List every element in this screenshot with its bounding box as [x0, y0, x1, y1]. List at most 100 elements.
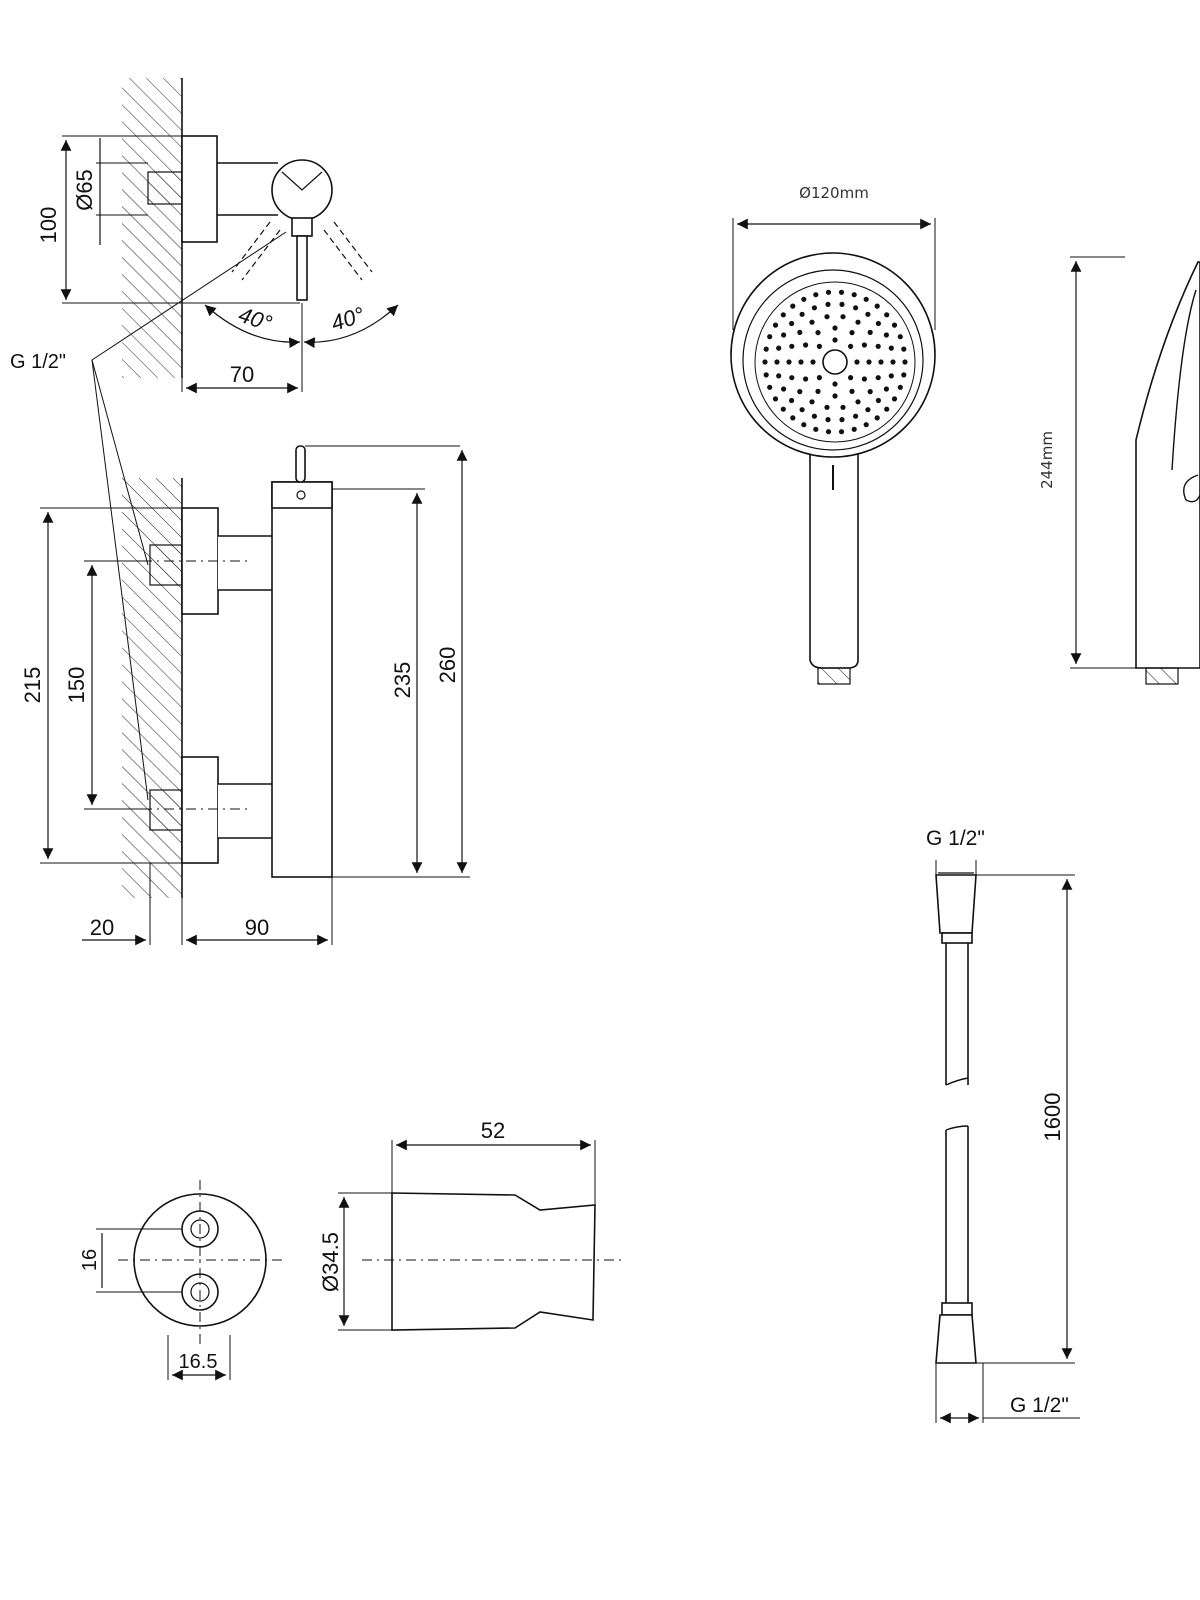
spray-nozzle: [838, 429, 845, 435]
spray-nozzle: [772, 322, 779, 328]
spray-nozzles: [762, 289, 908, 435]
lever-base: [291, 217, 313, 237]
side-connector: [1145, 667, 1179, 685]
spray-nozzle: [789, 375, 795, 381]
spray-nozzle: [875, 397, 882, 404]
spray-nozzle: [832, 325, 838, 331]
spray-nozzle: [840, 314, 846, 320]
spray-nozzle: [891, 322, 898, 328]
lever-top: [295, 445, 306, 483]
wall-hatch-front: [122, 478, 182, 898]
spray-nozzle: [767, 384, 773, 390]
spray-nozzle: [875, 320, 882, 327]
hand-shower-front: [730, 218, 936, 685]
dim-16: 16: [79, 1249, 101, 1271]
spray-nozzle: [797, 389, 803, 395]
spray-nozzle: [901, 346, 907, 352]
spray-nozzle: [832, 337, 838, 343]
thread-label-mixer: G 1/2": [10, 351, 66, 373]
dim-shower-length: 244mm: [1038, 431, 1056, 489]
spray-nozzle: [809, 399, 815, 405]
dim-65: Ø65: [72, 169, 97, 211]
spray-nozzle: [875, 343, 881, 349]
spray-nozzle: [888, 345, 894, 351]
spray-nozzle: [825, 289, 832, 295]
inlet-thread-lower: [149, 789, 183, 831]
shower-head-inner: [742, 269, 924, 451]
spray-nozzle: [849, 388, 855, 394]
spray-nozzle: [839, 417, 845, 423]
spray-nozzle: [786, 359, 792, 365]
spray-nozzle: [884, 312, 890, 318]
spray-nozzle: [851, 292, 857, 298]
dim-52: 52: [481, 1118, 505, 1143]
spray-nozzle: [776, 373, 782, 379]
holder-front-view: [96, 1180, 285, 1381]
spray-nozzle: [840, 404, 846, 410]
mixer-top-view: [60, 78, 399, 801]
spray-nozzle: [789, 320, 795, 327]
dim-100: 100: [36, 207, 61, 244]
spray-nozzle: [781, 332, 787, 338]
wall-hatch-top: [122, 78, 182, 378]
spray-nozzle: [883, 386, 890, 392]
spray-nozzle: [762, 359, 768, 365]
dim-34-5: Ø34.5: [318, 1232, 343, 1292]
spray-nozzle: [883, 332, 890, 338]
spray-nozzle: [813, 426, 819, 432]
spray-nozzle: [772, 396, 779, 402]
spray-nozzle: [810, 359, 816, 365]
spray-nozzle: [888, 373, 894, 379]
spray-nozzle: [780, 312, 786, 318]
spray-nozzle: [781, 386, 787, 392]
spray-nozzle: [874, 303, 880, 309]
spray-nozzle: [799, 407, 805, 413]
spray-nozzle: [866, 359, 872, 365]
inlet-thread-top: [147, 171, 183, 205]
spray-nozzle: [815, 330, 821, 336]
spray-nozzle: [801, 296, 807, 302]
spray-nozzle: [891, 396, 898, 402]
angle-left-label: 40°: [236, 302, 276, 336]
spray-nozzle: [803, 342, 809, 348]
spray-nozzle: [825, 301, 831, 307]
dim-215: 215: [20, 667, 45, 704]
spray-nozzle: [855, 319, 861, 325]
spray-nozzle: [855, 399, 861, 405]
dim-235: 235: [390, 662, 415, 699]
spray-nozzle: [878, 359, 884, 365]
spray-nozzle: [763, 346, 769, 352]
spray-nozzle: [763, 372, 769, 378]
spray-nozzle: [848, 343, 854, 349]
spray-nozzle: [853, 413, 859, 419]
spray-nozzle: [901, 372, 907, 378]
spray-nozzle: [863, 422, 869, 428]
spray-nozzle: [874, 415, 880, 421]
spray-nozzle: [790, 303, 796, 309]
spray-nozzle: [861, 376, 868, 382]
dim-70: 70: [230, 362, 254, 387]
spray-nozzle: [875, 375, 881, 381]
spray-center: [822, 349, 848, 375]
spray-nozzle: [890, 359, 896, 365]
lever-handle: [296, 235, 308, 301]
spray-nozzle: [803, 376, 809, 382]
spray-nozzle: [848, 375, 854, 381]
dim-90: 90: [245, 915, 269, 940]
hand-shower-side: [1070, 256, 1200, 685]
spray-nozzle: [861, 342, 868, 348]
spray-nozzle: [767, 334, 773, 340]
spray-nozzle: [789, 343, 795, 349]
mixer-front-view: [40, 445, 470, 946]
hose-thread-bottom: G 1/2": [1010, 1394, 1069, 1417]
spray-nozzle: [838, 289, 845, 295]
spray-nozzle: [865, 407, 871, 413]
spray-nozzle: [839, 301, 845, 307]
dim-1600: 1600: [1040, 1093, 1065, 1142]
spray-nozzle: [867, 389, 873, 395]
spray-nozzle: [809, 319, 815, 325]
spray-nozzle: [776, 345, 782, 351]
spray-nozzle: [863, 296, 869, 302]
spray-nozzle: [790, 415, 796, 421]
spray-nozzle: [811, 305, 818, 311]
